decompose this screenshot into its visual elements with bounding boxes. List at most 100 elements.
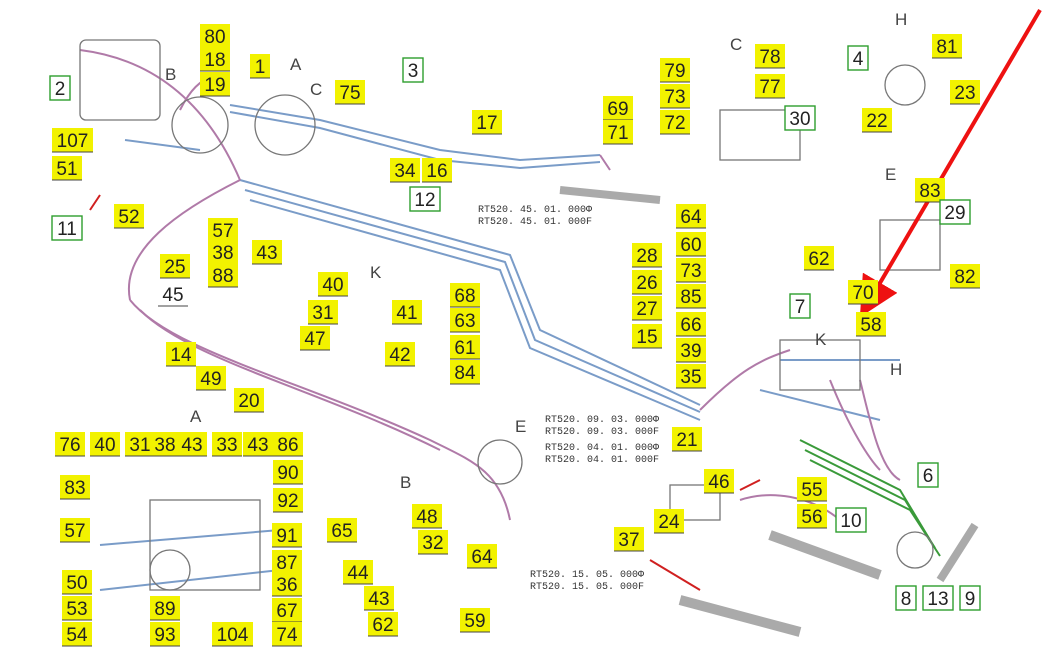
- callout-yellow: 60: [676, 232, 706, 257]
- callout-number: 61: [454, 338, 475, 359]
- callout-box: [318, 272, 348, 296]
- callout-number: 40: [94, 435, 115, 456]
- callout-yellow: 65: [327, 518, 357, 543]
- callout-yellow: 50: [62, 570, 92, 595]
- callout-yellow: 72: [660, 110, 690, 135]
- callout-number: 17: [476, 113, 497, 134]
- section-letter: K: [370, 263, 382, 282]
- pump-detail-a: [149, 499, 261, 591]
- callout-yellow: 80: [200, 24, 230, 49]
- cylinder-3: [559, 186, 661, 204]
- callout-yellow: 54: [62, 622, 92, 647]
- section-letter: A: [290, 55, 302, 74]
- callout-box: [472, 110, 502, 134]
- callout-yellow: 82: [950, 264, 980, 289]
- callout-green: 4: [847, 45, 869, 71]
- callout-box: [272, 550, 302, 574]
- callout-green: 8: [895, 585, 917, 611]
- section-letter: B: [400, 473, 411, 492]
- callout-number: 14: [170, 345, 192, 366]
- callout-yellow: 19: [200, 72, 230, 97]
- callout-number: 38: [154, 435, 175, 456]
- callout-yellow: 71: [603, 120, 633, 145]
- callout-yellow: 26: [632, 270, 662, 295]
- callout-number: 47: [304, 329, 325, 350]
- callout-box: [150, 596, 180, 620]
- section-letter: C: [310, 80, 322, 99]
- callout-number: 22: [866, 111, 887, 132]
- callout-number: 10: [840, 511, 861, 532]
- callout-number: 35: [680, 367, 701, 388]
- callout-number: 30: [789, 109, 810, 130]
- callout-yellow: 49: [196, 366, 226, 391]
- callout-box: [450, 335, 480, 359]
- callout-number: 86: [277, 435, 298, 456]
- callout-yellow: 91: [272, 523, 302, 548]
- callout-box: [939, 199, 971, 225]
- reference-text: RT520. 15. 05. 000F: [530, 582, 644, 593]
- callout-number: 73: [664, 87, 685, 108]
- callout-box: [704, 469, 734, 493]
- callout-number: 76: [59, 435, 80, 456]
- valve-block-e: [879, 219, 941, 271]
- callout-number: 32: [422, 533, 443, 554]
- callout-number: 46: [708, 472, 729, 493]
- pump-h: [884, 64, 926, 106]
- callout-yellow: 17: [472, 110, 502, 135]
- section-letter: C: [730, 35, 742, 54]
- pump-rotor: [149, 549, 191, 591]
- callout-number: 85: [680, 287, 701, 308]
- callout-yellow: 47: [300, 326, 330, 351]
- callout-box: [660, 110, 690, 134]
- callout-number: 57: [212, 221, 233, 242]
- callout-number: 74: [276, 625, 298, 646]
- callout-box: [208, 218, 238, 242]
- callout-number: 84: [454, 363, 476, 384]
- callout-yellow: 64: [676, 204, 706, 229]
- section-letters: A B C C H E K H A B E K: [165, 10, 907, 492]
- callout-box: [273, 488, 303, 512]
- callout-number: 87: [276, 553, 297, 574]
- callout-number: 2: [55, 79, 66, 100]
- callout-yellow: 89: [150, 596, 180, 621]
- callout-number: 66: [680, 315, 701, 336]
- callout-yellow: 68: [450, 283, 480, 308]
- callout-number: 31: [129, 435, 150, 456]
- callout-yellow: 39: [676, 338, 706, 363]
- callout-number: 104: [217, 625, 249, 646]
- callout-box: [62, 596, 92, 620]
- callout-box: [418, 530, 448, 554]
- callout-number: 41: [396, 303, 417, 324]
- reference-text: RT520. 45. 01. 000F: [478, 217, 592, 228]
- callout-box: [390, 158, 420, 182]
- callout-box: [177, 432, 207, 456]
- callout-yellow: 32: [418, 530, 448, 555]
- callout-box: [166, 342, 196, 366]
- callout-yellow: 77: [755, 74, 785, 99]
- detail-circle-a: [254, 94, 316, 156]
- callout-number: 28: [636, 246, 657, 267]
- callout-box: [959, 585, 981, 611]
- section-letter: E: [885, 165, 896, 184]
- callout-box: [368, 612, 398, 636]
- callout-box: [392, 300, 422, 324]
- callout-box: [364, 586, 394, 610]
- callout-yellow: 27: [632, 296, 662, 321]
- callout-box: [60, 518, 90, 542]
- valve-block-c: [719, 109, 801, 161]
- callout-box: [196, 366, 226, 390]
- callout-box: [632, 324, 662, 348]
- callout-number: 62: [808, 249, 829, 270]
- callout-yellow: 78: [755, 44, 785, 69]
- callout-number: 89: [154, 599, 175, 620]
- callout-yellow: 33: [212, 432, 242, 457]
- callout-box: [654, 509, 684, 533]
- callout-yellow: 61: [450, 335, 480, 360]
- callout-yellow: 40: [90, 432, 120, 457]
- callout-number: 23: [954, 83, 975, 104]
- callout-number: 44: [347, 563, 369, 584]
- callout-number: 78: [759, 47, 780, 68]
- callout-number: 92: [277, 491, 298, 512]
- callout-yellow: 22: [862, 108, 892, 133]
